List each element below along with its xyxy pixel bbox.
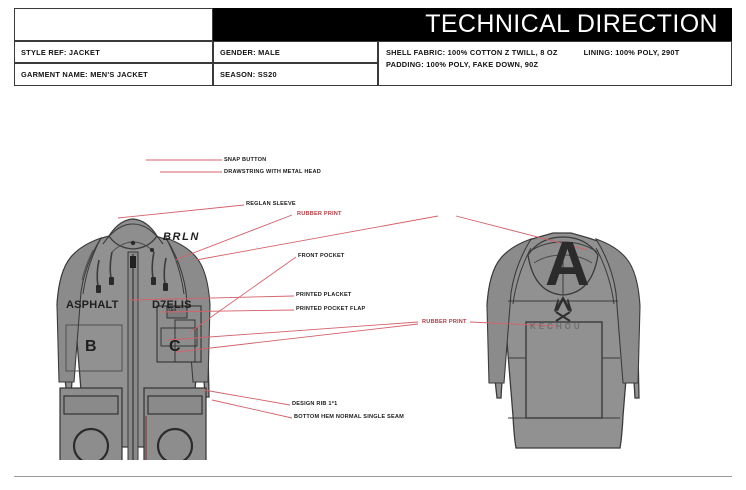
left-pocket-letter: B	[85, 338, 97, 355]
season-cell: SEASON: SS20	[213, 63, 378, 86]
style-ref-cell: STYLE REF: JACKET	[14, 41, 213, 63]
back-print-letter: A	[545, 230, 590, 299]
chest-tag-text: TAG	[168, 308, 177, 312]
snap-button-detail	[130, 240, 136, 246]
garment-name-text: GARMENT NAME: MEN'S JACKET	[21, 70, 148, 79]
callout-reglan-sleeve: REGLAN SLEEVE	[246, 201, 296, 207]
callout-bottom-hem: BOTTOM HEM NORMAL SINGLE SEAM	[294, 414, 405, 420]
spec-header-table: TECHNICAL DIRECTION STYLE REF: JACKET GA…	[14, 8, 732, 86]
lining-text: LINING: 100% POLY, 290T	[583, 48, 680, 57]
callout-rubber-print-mid: RUBBER PRINT	[422, 319, 467, 325]
fabric-line-1: SHELL FABRIC: 100% COTTON Z TWILL, 8 OZ L…	[379, 47, 731, 59]
front-view	[56, 218, 211, 460]
garment-name-cell: GARMENT NAME: MEN'S JACKET	[14, 63, 213, 86]
callout-printed-placket: PRINTED PLACKET	[296, 292, 352, 298]
back-print-box	[525, 321, 603, 419]
technical-flat-board: TAG BRLN ASPHALT B D7ELIS C A KECHOU SNA…	[0, 100, 746, 460]
style-ref-text: STYLE REF: JACKET	[21, 47, 100, 57]
gender-text: GENDER: MALE	[220, 47, 281, 57]
shell-fabric-text: SHELL FABRIC: 100% COTTON Z TWILL, 8 OZ	[386, 48, 558, 57]
header-logo-cell	[14, 8, 213, 41]
right-pocket-text: D7ELIS	[152, 299, 192, 311]
callout-front-pocket: FRONT POCKET	[298, 253, 345, 259]
garment-illustrations	[56, 159, 641, 460]
fabric-spec-cell: SHELL FABRIC: 100% COTTON Z TWILL, 8 OZ L…	[378, 41, 732, 86]
document-title-bar: TECHNICAL DIRECTION	[213, 8, 732, 41]
left-pocket-text: ASPHALT	[66, 299, 119, 311]
right-pocket-letter: C	[169, 338, 181, 355]
callout-design-rib: DESIGN RIB 1*1	[292, 401, 338, 407]
season-text: SEASON: SS20	[220, 70, 277, 79]
back-hood-rubber-print	[554, 296, 572, 322]
padding-text: PADDING: 100% POLY, FAKE DOWN, 90Z	[386, 60, 539, 69]
chest-patch-text: BRLN	[163, 231, 200, 243]
callout-leader-lines	[117, 159, 589, 419]
back-view	[486, 232, 641, 449]
footer-divider	[14, 476, 732, 477]
callout-drawstring: DRAWSTRING WITH METAL HEAD	[224, 169, 321, 175]
callout-snap-button: SNAP BUTTON	[224, 157, 267, 163]
callout-rubber-print-top: RUBBER PRINT	[297, 211, 342, 217]
gender-cell: GENDER: MALE	[213, 41, 378, 63]
document-title: TECHNICAL DIRECTION	[425, 10, 718, 38]
back-wordmark: KECHOU	[530, 322, 583, 331]
callout-printed-pocket-flap: PRINTED POCKET FLAP	[296, 306, 366, 312]
